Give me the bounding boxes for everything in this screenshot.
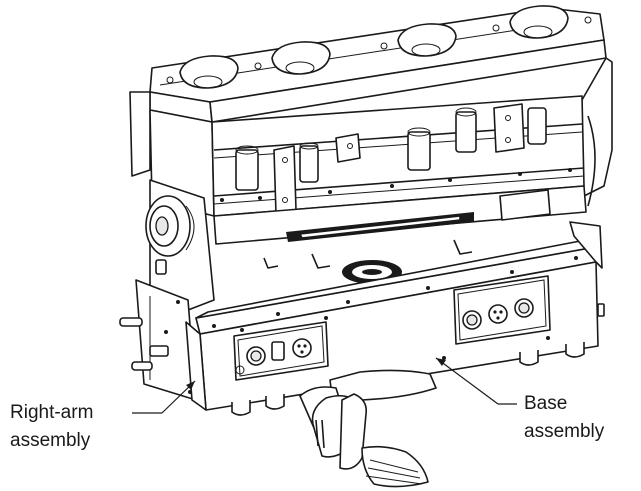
- lower-clips: [263, 239, 473, 269]
- connector-panel-right: [453, 275, 551, 345]
- leader-base: [435, 357, 517, 405]
- label-right-arm-line1: Right-arm: [10, 402, 94, 423]
- lens-cup-4: [509, 5, 569, 39]
- motor-cylinders: [235, 107, 547, 191]
- connector-panel-left: [233, 321, 329, 381]
- label-right-arm-line2: assembly: [10, 430, 91, 451]
- arm-pins: [119, 259, 192, 394]
- lens-cups: [179, 5, 569, 89]
- tilt-pulley: [145, 195, 195, 257]
- leader-right-arm: [132, 380, 196, 414]
- chassis-screws: [220, 168, 572, 202]
- base-screws: [212, 256, 578, 360]
- lens-cup-2: [271, 41, 331, 75]
- head-right-side: [579, 57, 613, 207]
- head-screws: [166, 16, 592, 84]
- base-right-bracket: [569, 221, 605, 317]
- label-base-line1: Base: [524, 393, 568, 414]
- label-base-line2: assembly: [524, 421, 605, 442]
- lens-cup-3: [397, 23, 457, 57]
- mounting-bracket: [299, 369, 437, 488]
- base-housing: [185, 237, 599, 411]
- cooling-heatsink: [213, 185, 587, 245]
- lens-cup-1: [179, 55, 239, 89]
- base-feet: [231, 342, 585, 416]
